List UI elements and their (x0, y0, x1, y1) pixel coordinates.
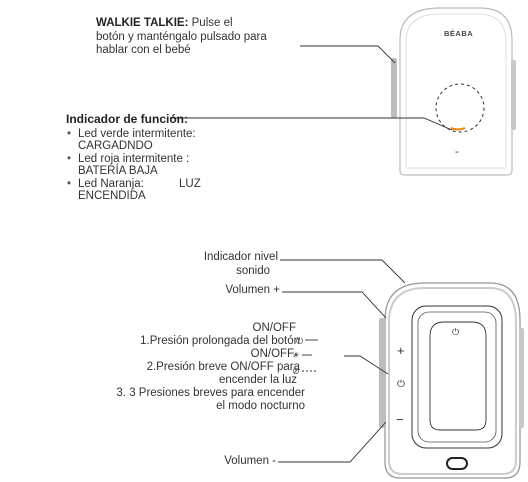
indicator-item-green: Led verde intermitente: CARGADNDO (67, 127, 246, 153)
press-three-l2: el modo nocturno (216, 400, 305, 412)
press-long-l2: ON/OFF. (250, 348, 296, 360)
walkie-talkie-description: WALKIE TALKIE: Pulse el botón y manténga… (96, 17, 311, 58)
walkie-title: WALKIE TALKIE: (96, 17, 189, 29)
bottom-screen-outer (411, 305, 503, 449)
power-icon: ⏻ (296, 336, 304, 346)
walkie-line1: Pulse el (191, 17, 233, 29)
indicator-green-l2: CARGADNDO (78, 140, 153, 152)
voldown-connector-line (278, 421, 387, 463)
level-connector-line (280, 259, 406, 284)
brand-logo: BÉABA (444, 29, 474, 38)
volume-minus-button-label: − (396, 412, 404, 427)
press-short-l1: 2.Presión breve ON/OFF para (146, 361, 300, 373)
night-mode-icon: ⊘ (292, 366, 300, 376)
sound-level-label: Indicador nivel sonido (150, 251, 278, 278)
press-short-l2: encender la luz (219, 374, 297, 386)
top-side-button-right (511, 60, 516, 130)
volume-plus-button-label: + (397, 343, 405, 358)
indicator-connector-line (170, 117, 453, 131)
press-three-l1: 3. 3 Presiones breves para encender (116, 387, 305, 399)
screen-power-icon: ⏻ (452, 327, 460, 337)
indicator-title: Indicador de función: (66, 112, 188, 126)
indicator-item-red: Led roja intermitente : BATERÍA BAJA (67, 152, 246, 178)
walkie-connector-line (300, 45, 396, 64)
bottom-screen-inner (417, 311, 497, 443)
top-side-button-left (391, 58, 397, 118)
walkie-line2: botón y manténgalo pulsado para (96, 30, 267, 43)
indicator-orange-l1: Led Naranja: LUZ (78, 177, 201, 190)
bottom-screen-window (429, 321, 487, 431)
function-indicator-circle (435, 83, 485, 133)
onoff-connector-line (344, 355, 389, 375)
sound-level-l2: sonido (236, 264, 270, 277)
walkie-line3: hablar con el bebé (96, 44, 191, 56)
volume-up-label: Volumen + (225, 284, 280, 296)
bottom-side-button-left (379, 318, 385, 428)
walkie-button-oval (446, 457, 468, 470)
indicator-red-l1: Led roja intermitente : (78, 152, 190, 165)
sound-level-l1: Indicador nivel (203, 251, 278, 263)
function-indicator-legend: Indicador de función: Led verde intermit… (66, 112, 246, 203)
volup-connector-line (282, 291, 387, 319)
top-device-inner (405, 13, 507, 169)
onoff-title: ON/OFF (252, 322, 296, 334)
indicator-green-l1: Led verde intermitente: (78, 127, 196, 140)
power-button-icon: ⏻ (397, 379, 405, 390)
light-icon: ☀ (292, 350, 301, 360)
press-long-l1: 1.Presión prolongada del botón (140, 335, 300, 347)
indicator-red-l2: BATERÍA BAJA (78, 165, 158, 177)
indicator-item-orange: Led Naranja: LUZ ENCENDIDA (67, 177, 246, 203)
bottom-device-band (388, 287, 517, 475)
volume-down-label: Volumen - (224, 455, 276, 467)
bottom-side-button-right (519, 328, 524, 428)
orange-led-icon (450, 126, 466, 131)
indicator-orange-l2: ENCENDIDA (78, 190, 146, 202)
top-minus-label: - (455, 146, 459, 158)
